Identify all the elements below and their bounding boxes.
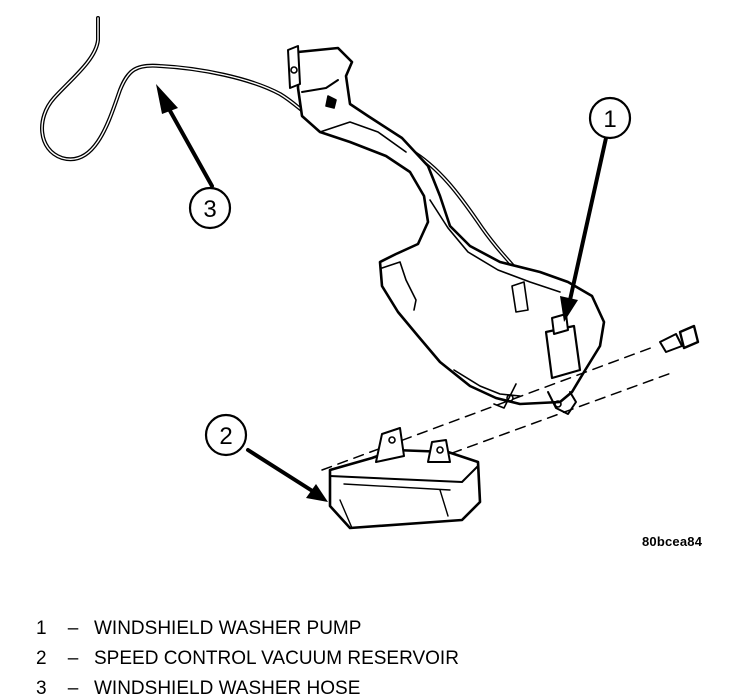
legend-item-label: SPEED CONTROL VACUUM RESERVOIR bbox=[94, 648, 459, 669]
washer-reservoir bbox=[287, 45, 606, 415]
legend: 1–WINDSHIELD WASHER PUMP 2–SPEED CONTROL… bbox=[36, 617, 736, 698]
arrowhead-3 bbox=[156, 84, 178, 114]
figure-code: 80bcea84 bbox=[642, 534, 703, 549]
vacuum-reservoir bbox=[328, 427, 482, 530]
callout-1-number: 1 bbox=[603, 106, 616, 133]
legend-item-3: 3–WINDSHIELD WASHER HOSE bbox=[36, 677, 736, 698]
arrowhead-2 bbox=[306, 484, 328, 502]
legend-item-2: 2–SPEED CONTROL VACUUM RESERVOIR bbox=[36, 647, 736, 677]
callout-2: 2 bbox=[204, 413, 328, 502]
legend-item-label: WINDSHIELD WASHER HOSE bbox=[94, 678, 361, 698]
legend-item-label: WINDSHIELD WASHER PUMP bbox=[94, 618, 362, 639]
callout-3-number: 3 bbox=[203, 196, 216, 223]
callout-2-number: 2 bbox=[219, 423, 232, 450]
callout-1-circle bbox=[588, 96, 632, 140]
callout-3: 3 bbox=[156, 84, 232, 230]
callout-3-circle bbox=[188, 186, 232, 230]
mounting-bolt bbox=[659, 324, 700, 353]
legend-item-separator: – bbox=[67, 648, 79, 669]
washer-reservoir-illustration: 3 1 2 bbox=[40, 16, 700, 530]
legend-item-number: 1 bbox=[36, 618, 47, 639]
legend-item-1: 1–WINDSHIELD WASHER PUMP bbox=[36, 617, 736, 647]
legend-item-separator: – bbox=[67, 618, 79, 639]
legend-item-separator: – bbox=[67, 678, 79, 698]
callout-1: 1 bbox=[560, 96, 632, 322]
legend-item-number: 3 bbox=[36, 678, 47, 698]
callout-2-circle bbox=[204, 413, 248, 457]
arrowhead-1 bbox=[560, 296, 578, 322]
legend-item-number: 2 bbox=[36, 648, 47, 669]
